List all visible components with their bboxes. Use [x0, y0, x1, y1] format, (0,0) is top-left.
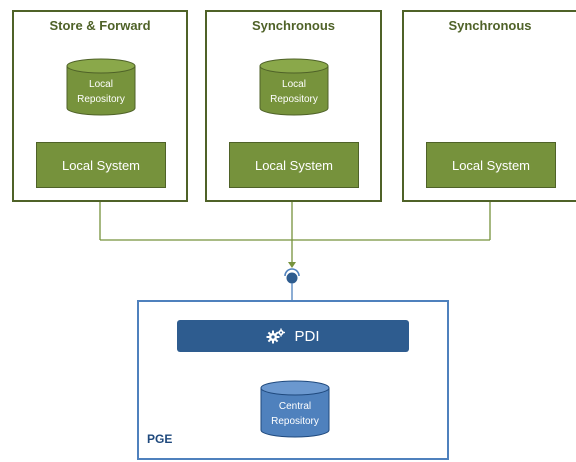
group-title: Synchronous — [448, 18, 532, 33]
local-system[interactable]: Local System — [36, 142, 166, 188]
pge-container: PDI Central Repository PGE — [137, 300, 449, 460]
interface-socket — [284, 268, 300, 277]
pdi-component[interactable]: PDI — [177, 320, 409, 352]
group-store-forward: Store & Forward Local Repository Local S… — [12, 10, 188, 202]
database-icon — [66, 58, 136, 116]
pdi-label: PDI — [294, 327, 320, 345]
connector-arrowhead — [288, 262, 296, 268]
local-repository: Local Repository — [65, 58, 137, 116]
group-synchronous-1: Synchronous Local Repository Local Syste… — [205, 10, 382, 202]
group-synchronous-2: Synchronous Local System — [402, 10, 576, 202]
local-repository-label: Local Repository — [77, 79, 125, 105]
gears-icon — [266, 328, 286, 344]
group-title: Store & Forward — [49, 18, 151, 33]
local-repository: Local Repository — [258, 58, 330, 116]
central-repository: Central Repository — [259, 380, 331, 438]
group-title: Synchronous — [251, 18, 336, 33]
local-repository-label: Local Repository — [270, 79, 318, 105]
local-system[interactable]: Local System — [229, 142, 359, 188]
central-repository-label: Central Repository — [271, 401, 319, 427]
pge-label: PGE — [147, 432, 173, 446]
database-icon — [259, 58, 329, 116]
local-system[interactable]: Local System — [426, 142, 556, 188]
database-icon — [260, 380, 330, 438]
interface-ball — [286, 272, 298, 284]
